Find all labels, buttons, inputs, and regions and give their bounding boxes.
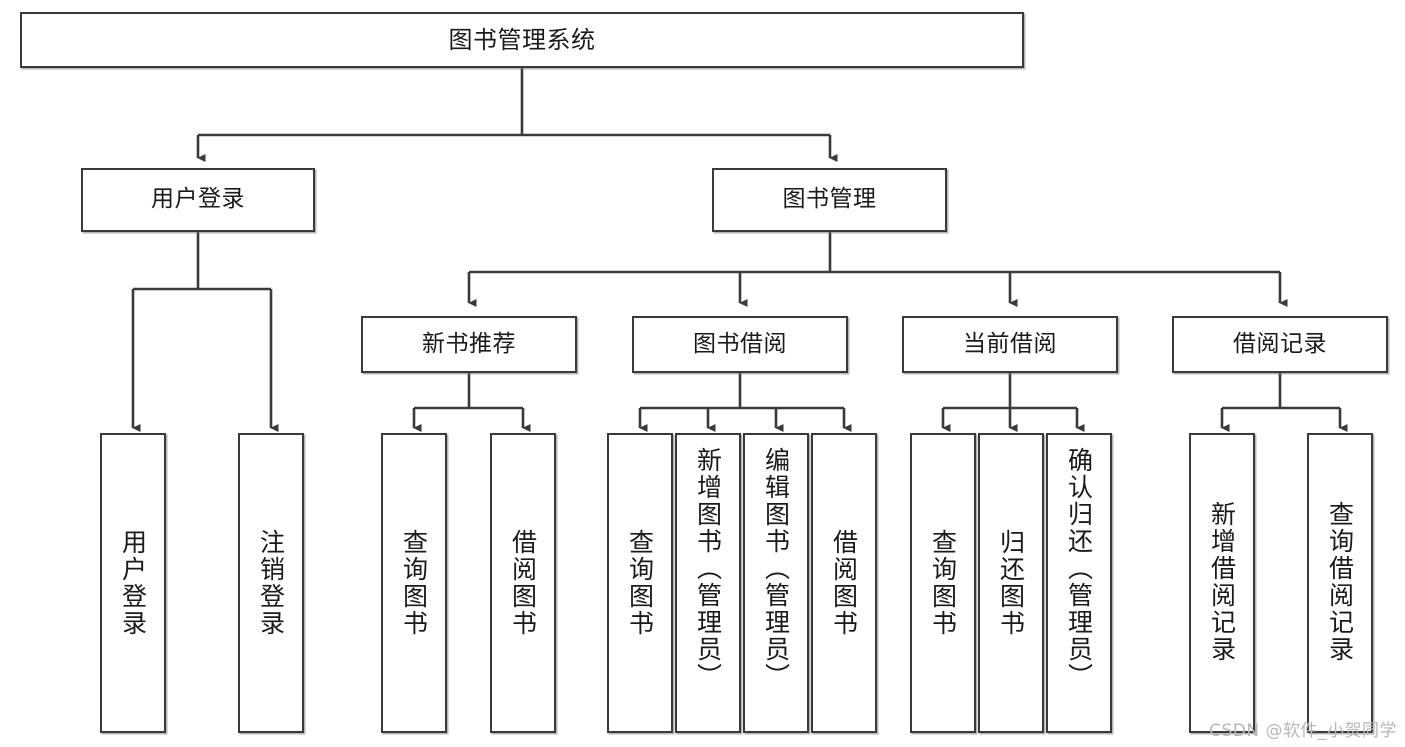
node-root-system[interactable]: 图书管理系统 [20,12,1024,68]
leaf-user-login[interactable]: 用户登录 [100,433,166,733]
node-current-borrow[interactable]: 当前借阅 [902,316,1118,373]
node-label: 用户登录 [118,529,148,637]
node-label: 用户登录 [151,186,245,213]
node-book-management[interactable]: 图书管理 [712,168,947,232]
node-label: 确认归还（管理员） [1064,447,1094,690]
node-label: 图书借阅 [693,330,787,357]
node-label: 查询图书 [625,529,655,637]
node-label: 查询图书 [928,529,958,637]
node-label: 借阅记录 [1233,330,1327,357]
leaf-query-borrow-record[interactable]: 查询借阅记录 [1307,433,1373,733]
leaf-user-logout[interactable]: 注销登录 [238,433,304,733]
node-user-login[interactable]: 用户登录 [81,168,315,232]
leaf-borrow-books-new[interactable]: 借阅图书 [490,433,556,733]
leaf-add-borrow-record[interactable]: 新增借阅记录 [1189,433,1255,733]
leaf-return-books[interactable]: 归还图书 [978,433,1044,733]
leaf-query-books-borrow[interactable]: 查询图书 [607,433,673,733]
node-label: 新增借阅记录 [1207,501,1237,663]
watermark: CSDN @软件_小贺同学 [1209,721,1397,741]
node-label: 查询图书 [399,529,429,637]
node-new-book-recommend[interactable]: 新书推荐 [361,316,577,373]
leaf-query-books-new[interactable]: 查询图书 [381,433,447,733]
node-label: 查询借阅记录 [1325,501,1355,663]
node-label: 新增图书（管理员） [693,447,723,690]
node-label: 当前借阅 [963,330,1057,357]
node-label: 编辑图书（管理员） [761,447,791,690]
node-book-borrow[interactable]: 图书借阅 [632,316,848,373]
leaf-borrow-books-action[interactable]: 借阅图书 [811,433,877,733]
node-label: 归还图书 [996,529,1026,637]
node-label: 借阅图书 [829,529,859,637]
leaf-confirm-return-admin[interactable]: 确认归还（管理员） [1046,433,1112,733]
leaf-edit-book-admin[interactable]: 编辑图书（管理员） [743,433,809,733]
leaf-add-book-admin[interactable]: 新增图书（管理员） [675,433,741,733]
node-label: 图书管理 [782,186,877,213]
node-borrow-records[interactable]: 借阅记录 [1172,316,1388,373]
node-label: 新书推荐 [422,330,516,357]
node-label: 注销登录 [256,529,286,637]
node-label: 借阅图书 [508,529,538,637]
node-label: 图书管理系统 [448,25,596,54]
leaf-query-books-current[interactable]: 查询图书 [910,433,976,733]
